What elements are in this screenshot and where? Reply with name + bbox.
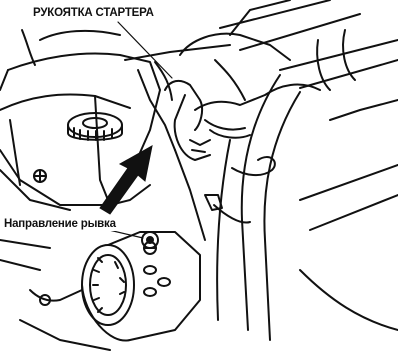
pull-direction-arrow bbox=[100, 146, 152, 214]
starter-handle-label: РУКОЯТКА СТАРТЕРА bbox=[33, 8, 154, 20]
engine-body bbox=[0, 30, 230, 210]
starter-label-leader bbox=[118, 22, 172, 78]
rope-guide bbox=[142, 232, 158, 248]
pull-direction-label: Направление рывка bbox=[4, 219, 116, 231]
handlebar-assembly bbox=[205, 0, 398, 340]
oil-filler-cap bbox=[68, 113, 122, 140]
recoil-starter-housing bbox=[0, 232, 200, 350]
fastener-bolts bbox=[34, 170, 156, 254]
